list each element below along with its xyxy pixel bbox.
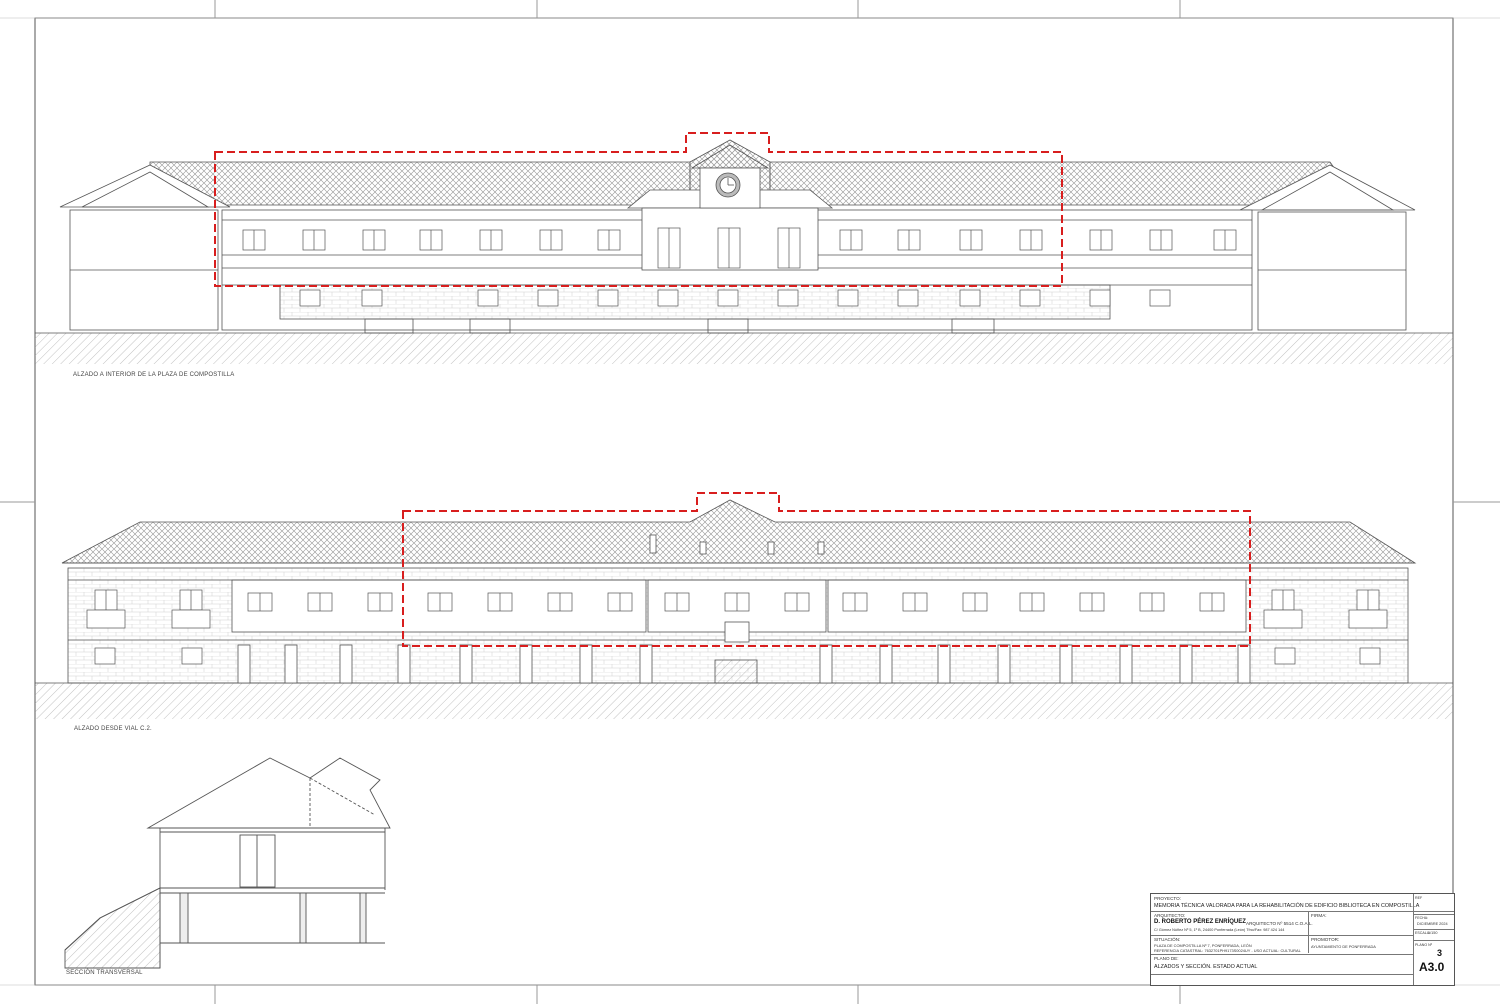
promotor-heading: PROMOTOR: xyxy=(1311,937,1340,942)
architect-registration: ARQUITECTO Nº 5514 C.O.A.L. xyxy=(1246,921,1313,926)
firma-heading: FIRMA: xyxy=(1311,913,1327,918)
date-label: FECHA: xyxy=(1415,916,1429,920)
sheet-index: 3 xyxy=(1437,948,1443,958)
elevation-top-windows xyxy=(242,227,1237,307)
project-title: MEMORIA TÉCNICA VALORADA PARA LA REHABIL… xyxy=(1154,903,1420,909)
architect-address: C/ Gómez Núñez Nº 5, 1º B, 24400 Ponferr… xyxy=(1154,928,1285,932)
date-value: DICIEMBRE 2024 xyxy=(1417,922,1448,926)
label-section: SECCIÓN TRANSVERSAL xyxy=(66,970,143,976)
elevation-vial-c2 xyxy=(35,499,1453,719)
title-block: PROYECTO: MEMORIA TÉCNICA VALORADA PARA … xyxy=(1150,893,1455,986)
elevation-bottom-windows xyxy=(86,589,1388,665)
plano-title: ALZADOS Y SECCIÓN. ESTADO ACTUAL xyxy=(1154,964,1258,970)
highlight-outline-bottom xyxy=(402,492,1251,647)
sheet-code: A3.0 xyxy=(1419,960,1445,974)
project-heading: PROYECTO: xyxy=(1154,896,1181,901)
label-elevation-plaza: ALZADO A INTERIOR DE LA PLAZA DE COMPOST… xyxy=(73,372,235,378)
architect-name: D. ROBERTO PÉREZ ENRÍQUEZ xyxy=(1154,919,1246,925)
highlight-outline-top xyxy=(214,132,1063,287)
section-drawing xyxy=(64,757,391,969)
label-elevation-vial: ALZADO DESDE VIAL C.2. xyxy=(74,726,152,732)
scale-value: 1/150 xyxy=(1428,931,1438,935)
scale-label: ESCALA: xyxy=(1415,931,1431,935)
elevation-interior-plaza xyxy=(35,139,1453,364)
situacion-text: PLAZA DE COMPOSTILLA Nº 7, PONFERRADA, L… xyxy=(1154,943,1252,948)
architect-heading: ARQUITECTO: xyxy=(1154,913,1186,918)
promotor-text: AYUNTAMIENTO DE PONFERRADA xyxy=(1311,944,1376,949)
situacion-heading: SITUACIÓN: xyxy=(1154,937,1181,942)
catastral-text: REFERENCIA CATASTRAL: 7632701PH9173S0024… xyxy=(1154,948,1301,953)
ref-label: REF xyxy=(1415,896,1423,900)
sheet-label: PLANO Nº xyxy=(1415,943,1433,947)
plano-heading: PLANO DE: xyxy=(1154,956,1179,961)
